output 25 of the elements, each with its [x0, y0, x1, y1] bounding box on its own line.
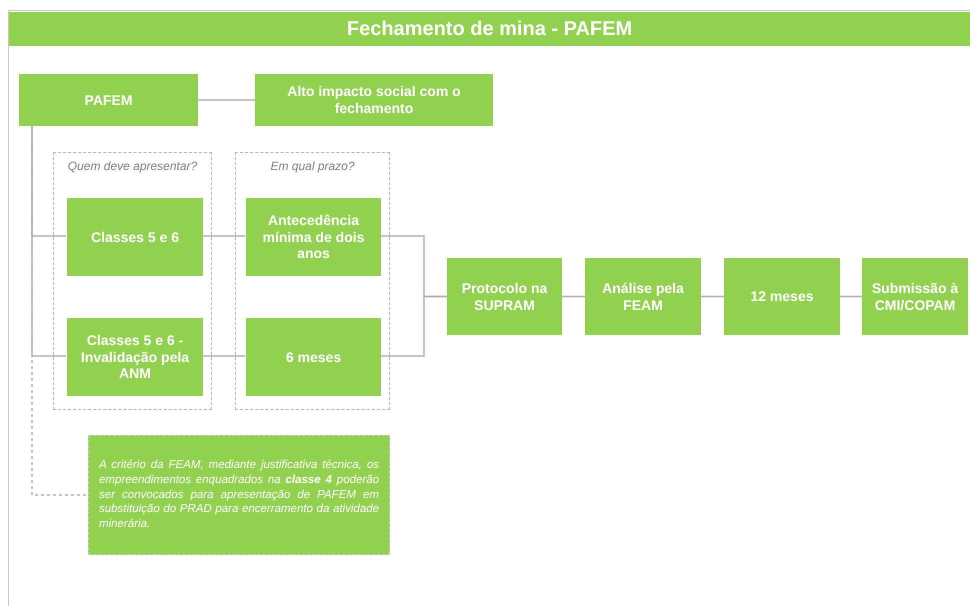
connector-line — [380, 296, 447, 357]
process-box: Submissão à CMI/COPAM — [862, 258, 968, 335]
title-banner: Fechamento de mina - PAFEM — [9, 12, 970, 46]
process-box: 12 meses — [724, 258, 840, 335]
process-box: Protocolo na SUPRAM — [447, 258, 562, 335]
connector-line — [202, 235, 245, 237]
group-heading: Em qual prazo? — [269, 159, 356, 174]
process-box: Análise pela FEAM — [585, 258, 701, 335]
connector-line — [840, 296, 862, 298]
dashed-connector — [31, 126, 88, 496]
process-box: 6 meses — [246, 318, 381, 396]
connector-line — [31, 126, 66, 357]
process-box: Classes 5 e 6 - Invalidação pela ANM — [67, 318, 203, 396]
process-box: Antecedência mínima de dois anos — [246, 198, 381, 276]
connector-line — [701, 296, 724, 298]
connector-line — [562, 296, 585, 298]
connector-line — [198, 99, 255, 101]
process-box: Alto impacto social com o fechamento — [255, 74, 493, 126]
dashed-group-frame — [53, 152, 212, 410]
group-heading: Quem deve apresentar? — [66, 159, 198, 174]
dashed-group-frame — [235, 152, 390, 410]
process-box: PAFEM — [19, 74, 198, 126]
note-box: A critério da FEAM, mediante justificativa técnica, os empreendimentos enquadrados na classe 4 poderão ser convocados para apresentação de PAFEM em substituição do PRAD para encerramento da atividade minerária. — [88, 435, 390, 555]
connector-line — [202, 355, 245, 357]
process-box: Classes 5 e 6 — [67, 198, 203, 276]
